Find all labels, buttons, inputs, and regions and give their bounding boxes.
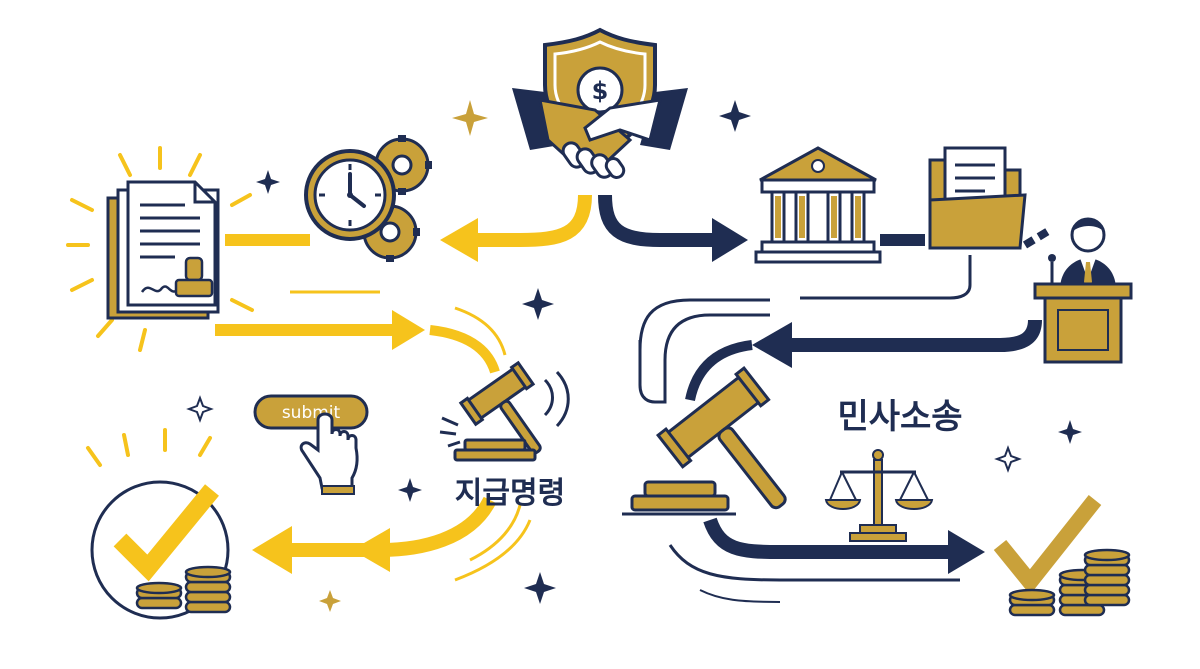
sparkle-icon [719, 100, 751, 132]
document-folder-icon [928, 146, 1027, 250]
arrowhead-left [352, 528, 390, 572]
sparkle-icon [522, 288, 554, 320]
flow-arrow-speaker-to-gavel [790, 319, 1042, 352]
flow-curve-to-gavel [429, 325, 500, 374]
hand-cursor-icon [299, 412, 359, 495]
flow-arrow-handshake-to-clock [470, 194, 592, 247]
motion-line [469, 504, 522, 562]
sparkle-icon [994, 445, 1022, 473]
payment-order-label: 지급명령 [455, 476, 565, 511]
flow-arrow-handshake-to-court [598, 194, 715, 247]
checkmark-coins-icon [86, 428, 232, 620]
flow-line-folder-to-speaker [1022, 226, 1053, 249]
document-with-stamp-icon [66, 146, 254, 352]
motion-line [454, 519, 532, 582]
civil-lawsuit-label: 민사소송 [837, 397, 962, 437]
arrowhead-right [392, 310, 425, 350]
sparkle-icon [1058, 420, 1082, 444]
person-at-podium-icon [1033, 217, 1133, 364]
arrowhead-right [712, 218, 748, 262]
flow-arrow-lawsuit-to-coins [703, 517, 950, 559]
arrowhead-left [252, 526, 292, 574]
connector-line [800, 255, 972, 300]
gavel-icon [439, 360, 570, 462]
flow-curve [685, 340, 753, 402]
sparkle-icon [524, 572, 556, 604]
clock-and-gears-icon [304, 135, 432, 262]
outline-curve [638, 298, 770, 404]
sparkle-decorations [186, 100, 1082, 612]
arrowhead-right [948, 530, 985, 574]
gavel-icon [622, 366, 787, 516]
scales-of-justice-icon [824, 449, 934, 542]
sparkle-icon [398, 478, 422, 502]
handshake-shield-dollar-icon: $ [512, 27, 688, 179]
sparkle-icon [452, 100, 488, 136]
sparkle-icon [186, 395, 214, 423]
arrowhead-left [752, 322, 792, 368]
arrowhead-left [440, 218, 478, 262]
checkmark-coins-icon [993, 495, 1131, 617]
motion-line [699, 589, 781, 603]
sparkle-icon [319, 590, 341, 612]
motion-line [454, 306, 507, 356]
motion-line [668, 544, 960, 582]
sparkle-icon [256, 170, 280, 194]
dollar-sign-glyph: $ [592, 77, 609, 105]
submit-button[interactable]: submit [253, 394, 369, 430]
courthouse-icon [754, 146, 882, 264]
